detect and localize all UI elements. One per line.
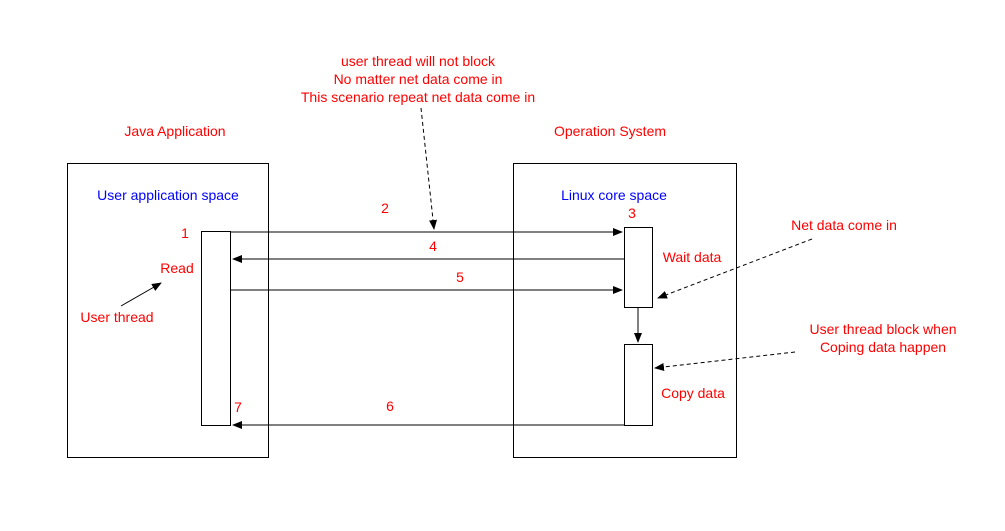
net-data-pointer [657, 238, 813, 299]
user-application-space-label: User application space [97, 187, 239, 203]
step-5-label: 5 [456, 269, 464, 285]
top-note-pointer [420, 107, 438, 230]
step-4-label: 4 [429, 238, 437, 254]
user-thread-pointer [120, 282, 162, 307]
block-note-pointer [654, 351, 796, 371]
step-1-label: 1 [181, 225, 189, 241]
read-label: Read [160, 260, 193, 276]
copy-data-activation-bar [624, 344, 653, 426]
block-note-line-2: Coping data happen [820, 339, 946, 355]
wait-data-activation-bar [624, 227, 653, 308]
user-thread-label: User thread [80, 309, 153, 325]
step-7-label: 7 [234, 399, 242, 415]
java-application-title: Java Application [124, 123, 225, 139]
net-data-come-in-label: Net data come in [791, 217, 897, 233]
step-3-label: 3 [628, 205, 636, 221]
block-note-line-1: User thread block when [809, 321, 956, 337]
top-note-line-1: user thread will not block [341, 53, 496, 69]
user-thread-activation-bar [201, 231, 231, 426]
top-note-line-3: This scenario repeat net data come in [301, 89, 535, 105]
top-note-line-2: No matter net data come in [334, 71, 503, 87]
step-2-label: 2 [381, 200, 389, 216]
user-application-space-box [67, 163, 269, 458]
copy-data-label: Copy data [661, 385, 725, 401]
linux-core-space-label: Linux core space [561, 187, 667, 203]
wait-data-label: Wait data [663, 249, 722, 265]
linux-core-space-box [513, 163, 737, 458]
operation-system-title: Operation System [554, 123, 666, 139]
step-6-label: 6 [386, 398, 394, 414]
